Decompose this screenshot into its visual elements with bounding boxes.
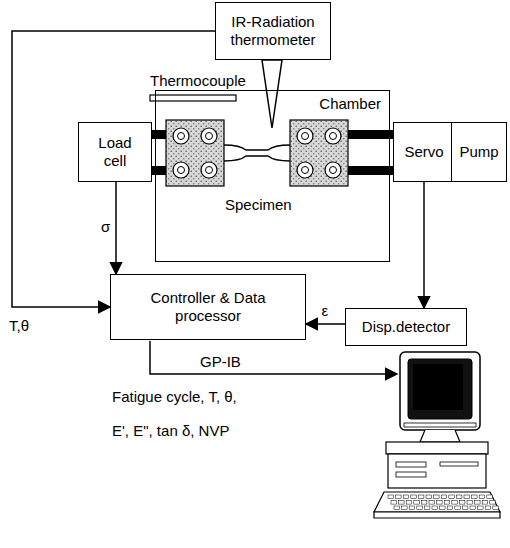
node-text: Pump <box>459 143 498 161</box>
node-text: Servo <box>404 143 443 161</box>
thermocouple-probe <box>150 95 236 101</box>
signal-connector <box>306 323 345 325</box>
grip <box>290 120 348 186</box>
controller-box: Controller & Data processor <box>110 274 306 340</box>
output-list: Fatigue cycle, T, θ, <box>112 388 237 406</box>
node-text: Disp.detector <box>362 318 450 336</box>
ir-beam <box>262 60 282 128</box>
bus-label: GP-IB <box>200 353 241 371</box>
loadcell-box: Load cell <box>78 122 152 182</box>
pump-box: Pump <box>451 122 507 182</box>
thermocouple-label: Thermocouple <box>150 72 246 90</box>
signal-label: σ <box>100 218 111 236</box>
shaft <box>346 130 395 139</box>
output-list: E', E", tan δ, NVP <box>112 422 229 440</box>
signal-connector <box>423 182 425 308</box>
node-text: IR-Radiation thermometer <box>222 13 324 49</box>
servo-box: Servo <box>393 122 455 182</box>
thermometer-box: IR-Radiation thermometer <box>215 2 331 60</box>
shaft <box>150 166 168 175</box>
chamber-box: Chamber <box>155 90 390 262</box>
specimen-label: Specimen <box>225 196 292 214</box>
node-text: Chamber <box>319 95 381 113</box>
detector-box: Disp.detector <box>345 308 467 346</box>
shaft <box>150 130 168 139</box>
shaft <box>346 166 395 175</box>
node-text: Load cell <box>85 134 145 170</box>
grip <box>166 120 224 186</box>
node-text: Controller & Data processor <box>117 289 299 325</box>
specimen-bar <box>224 145 290 161</box>
signal-label: ε <box>321 302 330 320</box>
signal-connector <box>115 182 117 274</box>
computer-icon <box>374 352 500 518</box>
signal-label: T,θ <box>8 317 30 335</box>
